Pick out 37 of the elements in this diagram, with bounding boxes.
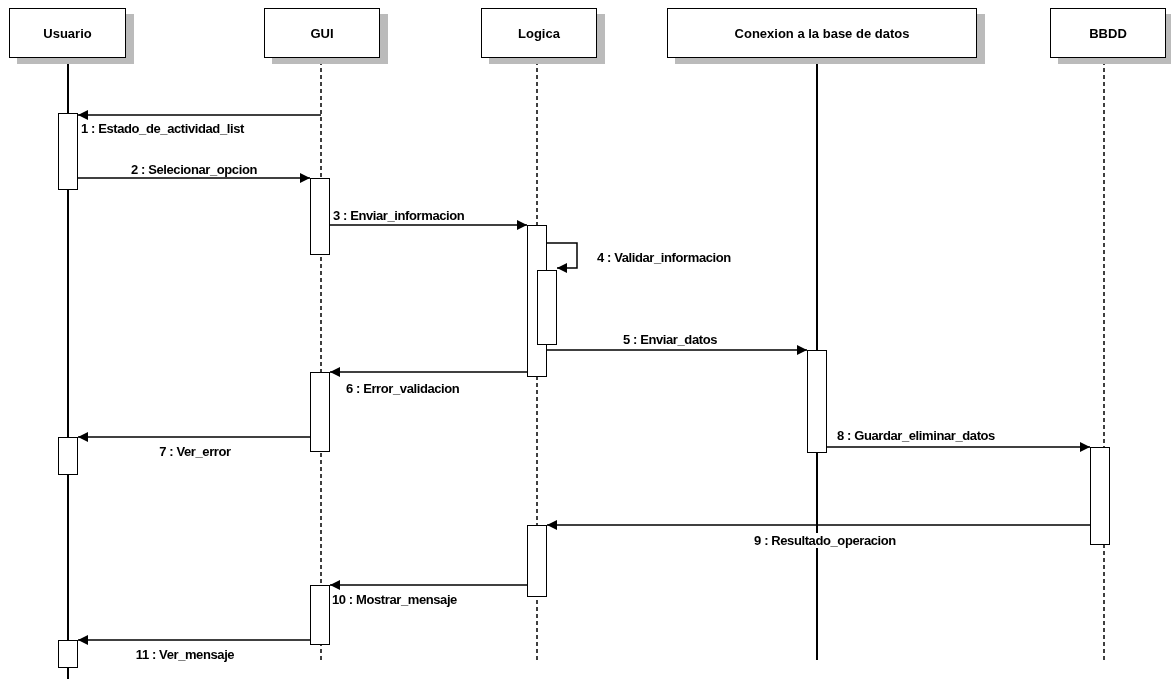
message-arrow <box>77 635 311 645</box>
edge-label: 11 : Ver_mensaje <box>134 647 236 662</box>
activation-bar <box>310 372 330 452</box>
activation-bar <box>807 350 827 453</box>
activation-bar <box>58 640 78 668</box>
message-arrow <box>329 367 528 377</box>
message-arrow <box>546 520 1091 530</box>
message-arrow <box>546 345 808 355</box>
edge-label: 3 : Enviar_informacion <box>332 208 466 223</box>
activation-bar <box>527 525 547 597</box>
edge-label: 5 : Enviar_datos <box>622 332 718 347</box>
edge-label: 8 : Guardar_eliminar_datos <box>836 428 996 443</box>
edge-label: 2 : Selecionar_opcion <box>130 162 258 177</box>
lifeline-name: Usuario <box>43 25 92 41</box>
message-arrow <box>546 242 578 273</box>
lifeline-name: Conexion a la base de datos <box>734 25 910 41</box>
edge-label: 9 : Resultado_operacion <box>753 533 897 548</box>
edge-label: 10 : Mostrar_mensaje <box>331 592 458 607</box>
lifeline-name: Logica <box>518 25 560 41</box>
message-arrow <box>77 432 311 442</box>
activation-bar <box>1090 447 1110 545</box>
message-arrow <box>77 173 311 183</box>
edge-label: 7 : Ver_error <box>158 444 232 459</box>
edge-label: 1 : Estado_de_actividad_list <box>80 121 245 136</box>
message-arrow <box>329 220 528 230</box>
message-arrow <box>329 580 528 590</box>
message-arrow <box>77 110 322 120</box>
edge-label: 6 : Error_validacion <box>345 381 461 396</box>
activation-bar <box>58 113 78 190</box>
activation-bar <box>310 585 330 645</box>
activation-bar <box>58 437 78 475</box>
activation-bar <box>310 178 330 255</box>
lifeline-name: GUI <box>310 25 334 41</box>
activation-bar <box>537 270 557 345</box>
message-arrow <box>826 442 1091 452</box>
edge-label: 4 : Validar_informacion <box>596 250 732 265</box>
lifeline-name: BBDD <box>1089 25 1127 41</box>
